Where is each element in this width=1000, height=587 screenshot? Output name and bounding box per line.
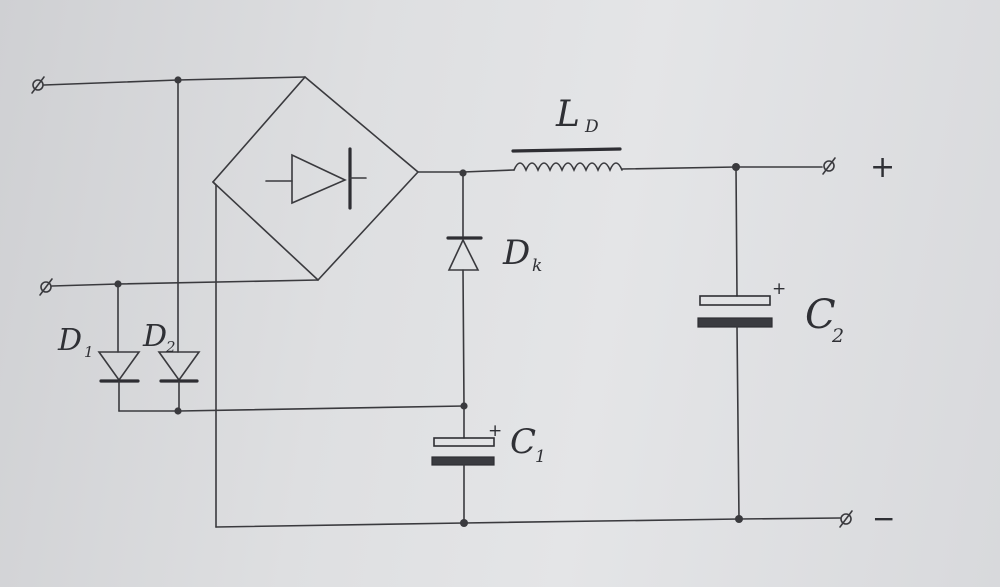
diode-dk-label: D k [502, 233, 542, 276]
node-rail-c2 [735, 515, 743, 523]
c2-letter: C [805, 292, 836, 338]
diode-d2-label: D 2 [142, 319, 176, 356]
diode-d1-label: D 1 [57, 323, 94, 361]
node-d2-bottom [174, 407, 182, 415]
input-terminal-bottom [39, 278, 53, 296]
wire-input-bottom [51, 279, 319, 287]
capacitor-c2-label: C 2 [805, 292, 844, 347]
output-terminal-positive [822, 157, 836, 175]
wire-input-top [43, 76, 306, 86]
capacitor-c1-label: C 1 [510, 422, 546, 467]
wire-bridge-negative [212, 181, 217, 528]
input-terminal-top [31, 76, 45, 94]
c1-subscript: 1 [535, 447, 546, 467]
diode-d1 [97, 283, 141, 412]
node-rail-c1 [460, 519, 468, 527]
inductor-label: L D [555, 94, 599, 137]
c2-subscript: 2 [831, 325, 844, 347]
inductor-subscript: D [584, 117, 599, 137]
d2-letter: D [142, 319, 167, 354]
capacitor-c1 [431, 405, 495, 524]
c1-letter: C [510, 422, 536, 462]
d2-subscript: 2 [165, 338, 176, 356]
output-plus-sign: + [870, 150, 895, 185]
c1-plus-sign: + [488, 421, 502, 441]
d1-letter: D [57, 323, 82, 358]
c2-plus-sign: + [772, 279, 786, 299]
output-terminal-negative [839, 510, 853, 528]
inductor-letter: L [555, 94, 580, 135]
wire-d1-d2-to-c1 [118, 405, 465, 412]
diode-dk [446, 172, 483, 407]
capacitor-c2 [697, 166, 773, 520]
diode-dk-subscript: k [532, 256, 542, 276]
diode-d2 [157, 79, 201, 412]
diode-bridge [211, 75, 420, 282]
diode-dk-letter: D [502, 233, 530, 273]
wire-negative-rail [215, 517, 841, 528]
inductor-ld [511, 147, 623, 173]
d1-subscript: 1 [84, 343, 94, 361]
wire-output-positive [621, 166, 823, 170]
output-minus-sign: − [872, 502, 895, 535]
